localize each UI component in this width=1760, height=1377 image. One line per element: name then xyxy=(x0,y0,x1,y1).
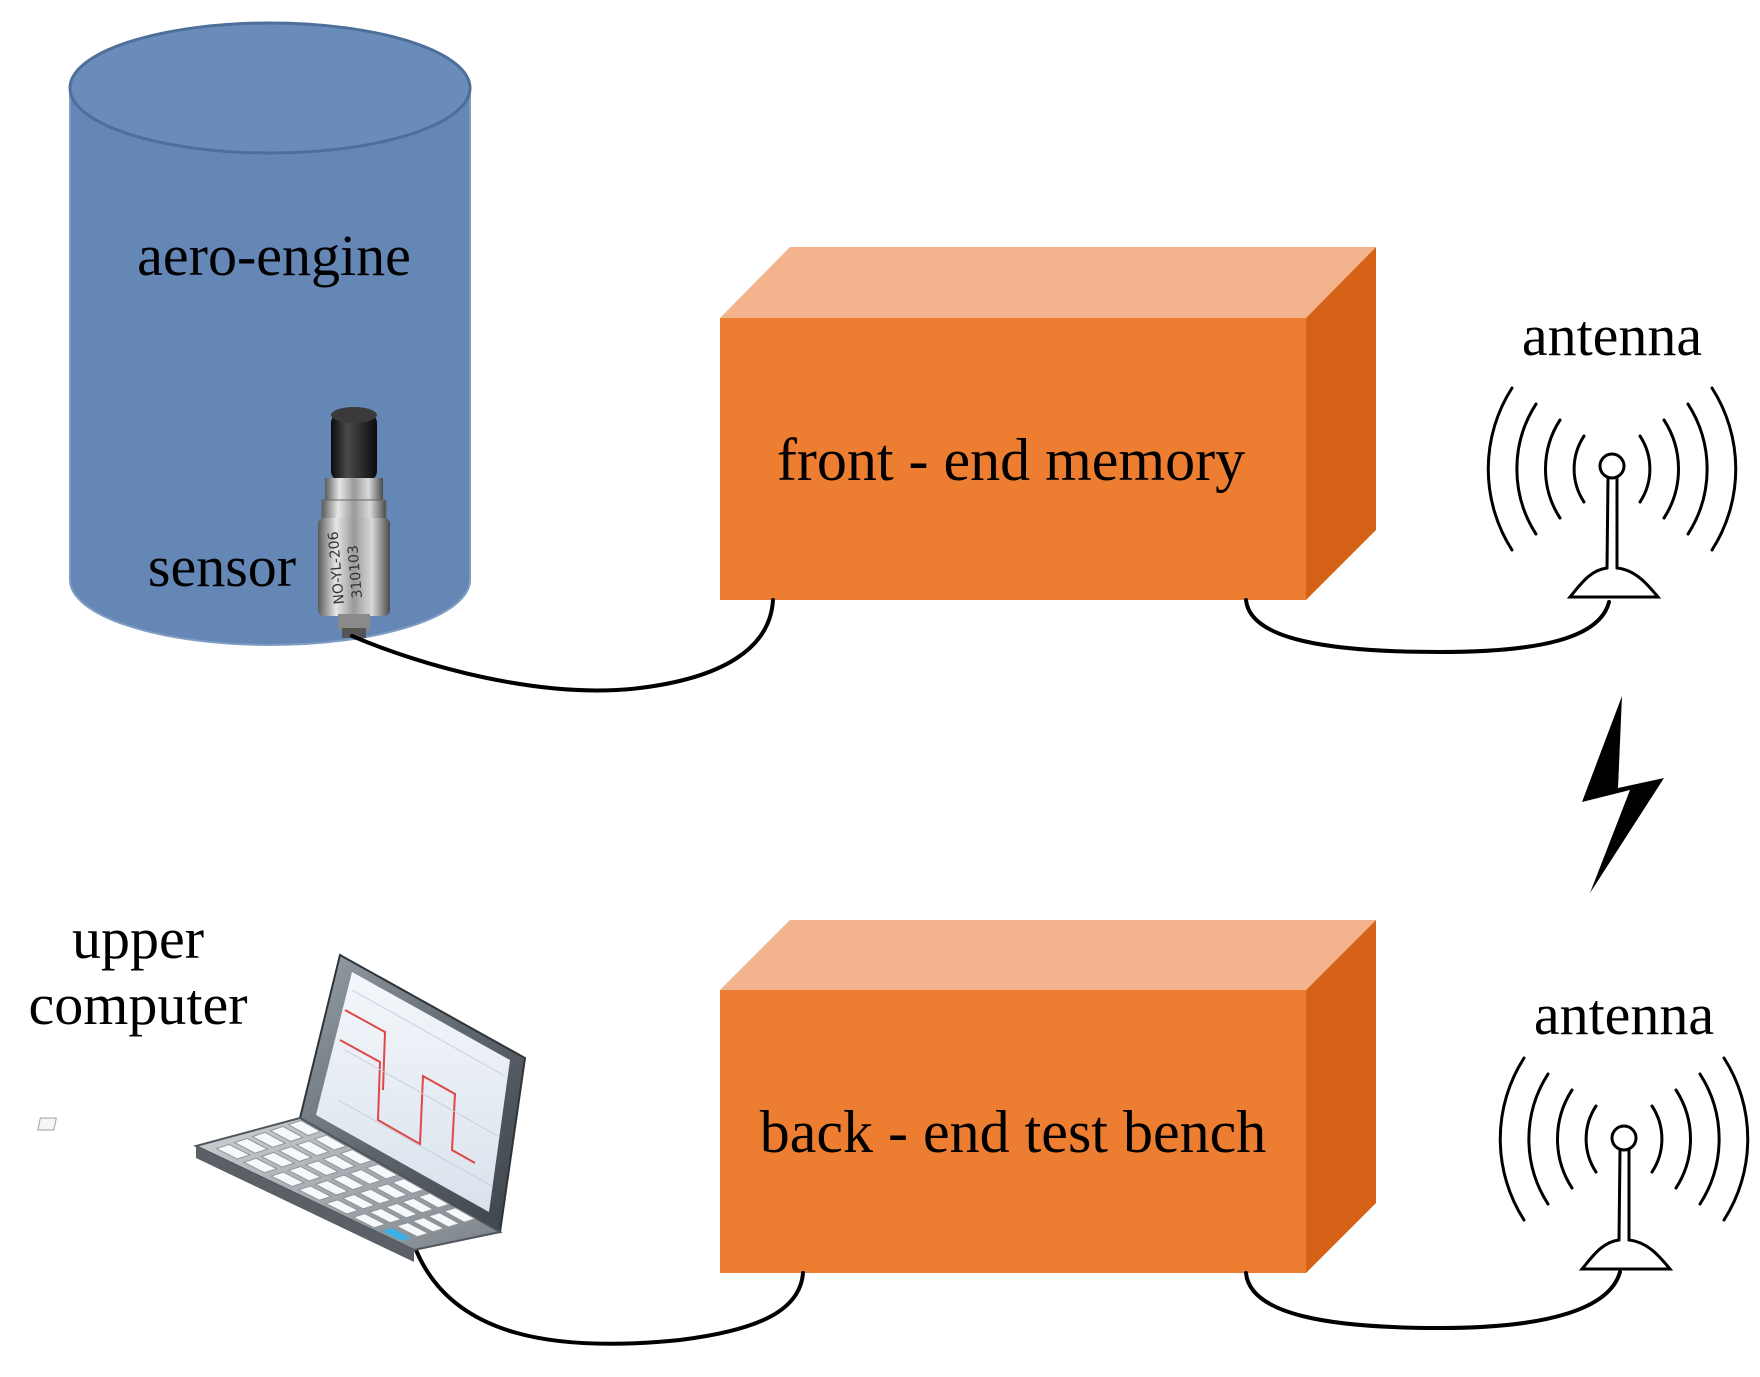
radio-antenna-icon xyxy=(1498,1056,1750,1271)
keyboard-key xyxy=(443,1207,477,1223)
keyboard-key xyxy=(395,1222,430,1238)
keyboard-key xyxy=(365,1163,400,1180)
cables xyxy=(350,598,1622,1346)
aero-engine-label: aero-engine xyxy=(137,223,411,288)
keyboard-key xyxy=(427,1212,461,1228)
sensor-label: sensor xyxy=(148,534,296,599)
upper-computer-label-line2: computer xyxy=(28,972,247,1037)
upper-computer-label-line1: upper xyxy=(72,906,204,971)
keyboard-key xyxy=(417,1192,451,1209)
keyboard-key xyxy=(379,1227,414,1243)
keyboard-key xyxy=(314,1179,350,1196)
keyboard-key xyxy=(341,1194,376,1210)
keyboard-key xyxy=(384,1202,419,1219)
keyboard-key xyxy=(251,1131,287,1148)
lightning-bolt-icon xyxy=(1582,696,1664,893)
keyboard-key xyxy=(400,1197,435,1214)
keyboard-key xyxy=(357,1188,393,1205)
back-end-test-bench-label: back - end test bench xyxy=(760,1099,1266,1165)
keyboard-key xyxy=(242,1157,279,1174)
sensor-marking-line1: NO-YL-206 xyxy=(326,531,348,605)
cable-computer-to-bench xyxy=(412,1243,805,1346)
cable-memory-to-antenna xyxy=(1244,598,1611,655)
keyboard-key xyxy=(297,1185,333,1201)
keyboard-key xyxy=(313,1134,348,1151)
cable-bench-to-antenna xyxy=(1244,1270,1622,1331)
keyboard-key xyxy=(324,1199,360,1215)
keyboard-key xyxy=(374,1183,409,1200)
keyboard-key xyxy=(287,1165,323,1182)
keyboard-key xyxy=(269,1171,306,1188)
keyboard-key xyxy=(287,1119,322,1137)
keyboard-key xyxy=(368,1208,403,1224)
front-end-memory-box xyxy=(720,247,1376,600)
keyboard-key xyxy=(233,1137,269,1154)
cable-sensor-to-memory xyxy=(350,598,775,693)
pressure-sensor-icon: NO-YL-206 310103 xyxy=(318,407,390,638)
laptop-icon xyxy=(37,953,527,1262)
antenna-bottom-label: antenna xyxy=(1534,982,1714,1047)
keyboard-key xyxy=(295,1140,331,1157)
keyboard-key xyxy=(321,1154,357,1171)
keyboard-key xyxy=(348,1169,383,1185)
keyboard-key xyxy=(411,1217,446,1233)
keyboard-key xyxy=(391,1178,425,1194)
keyboard-key xyxy=(215,1143,252,1160)
keyboard-key xyxy=(352,1213,387,1229)
sensor-marking-line2: 310103 xyxy=(345,544,366,599)
keyboard-key xyxy=(277,1146,313,1162)
antenna-top-label: antenna xyxy=(1522,303,1702,368)
keyboard-key xyxy=(304,1160,340,1177)
keyboard-key xyxy=(331,1174,366,1191)
keyboard-key xyxy=(260,1151,296,1168)
keyboard-key xyxy=(269,1125,305,1143)
back-end-test-bench-box xyxy=(720,920,1376,1273)
keyboard-key xyxy=(339,1149,374,1166)
front-end-memory-label: front - end memory xyxy=(777,427,1245,493)
radio-antenna-icon xyxy=(1486,386,1738,599)
